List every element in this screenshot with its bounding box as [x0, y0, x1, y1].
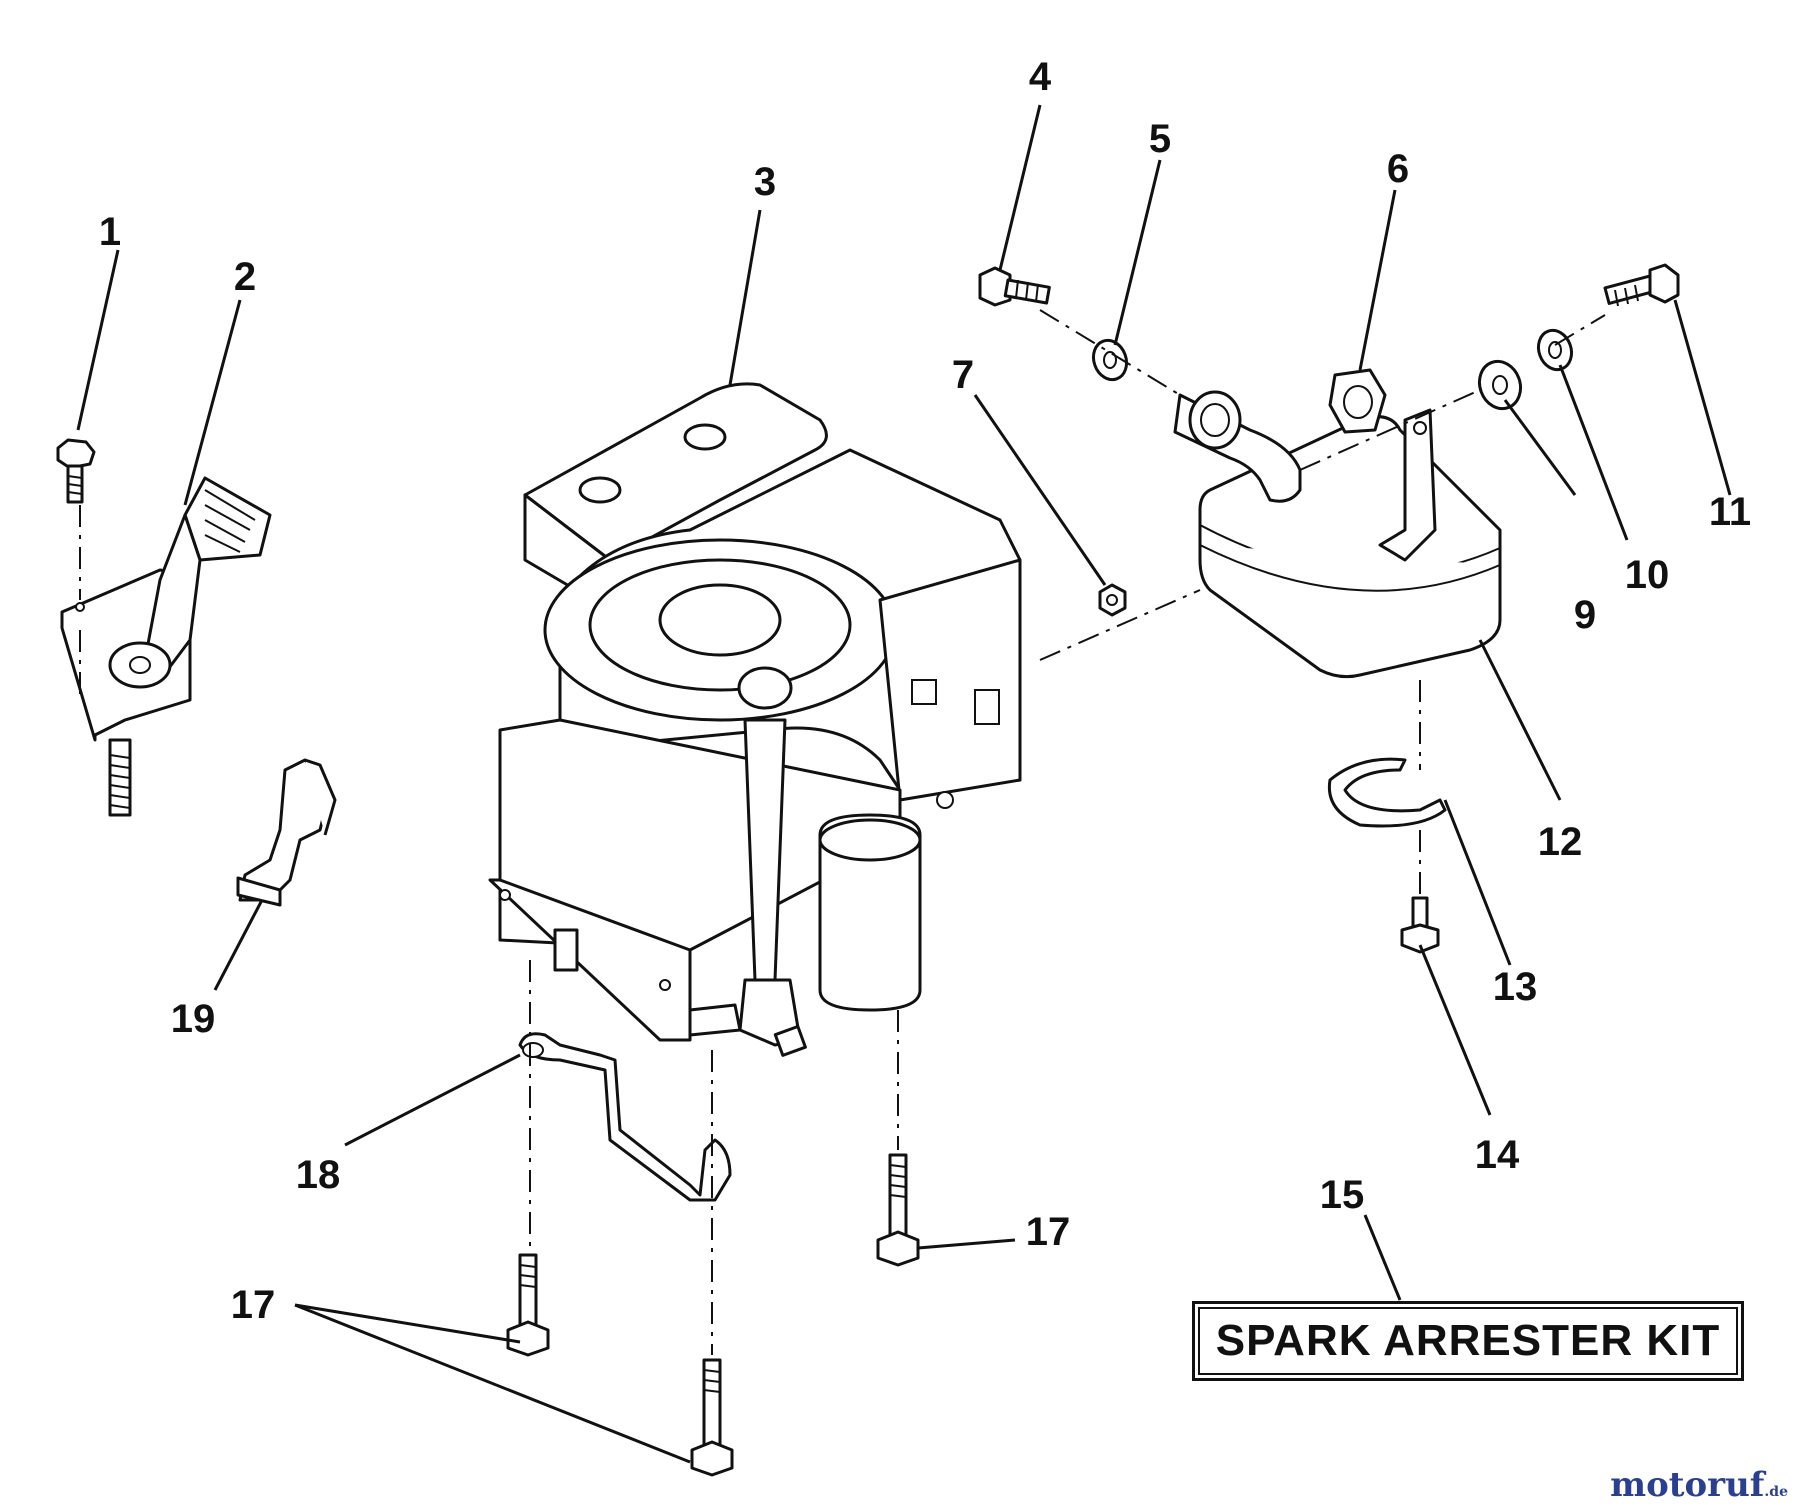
callout-5: 5	[1149, 117, 1171, 161]
callout-19: 19	[171, 997, 216, 1041]
callout-numbers: 1 2 3 4 5 6 7 9 10 11 12 13 14 15 17 17 …	[99, 55, 1751, 1327]
gasket-part-6	[1328, 368, 1387, 434]
throttle-control-part-2	[60, 476, 272, 817]
nut-part-7	[1098, 583, 1127, 617]
callout-2: 2	[234, 255, 256, 299]
callout-4: 4	[1029, 55, 1052, 99]
callout-13: 13	[1493, 965, 1538, 1009]
bolt-part-4	[978, 266, 1051, 307]
bolt-part-14	[1400, 896, 1440, 954]
callout-6: 6	[1387, 147, 1409, 191]
bracket-part-19	[236, 758, 337, 907]
watermark-suffix: .de	[1764, 1484, 1788, 1500]
callout-17b: 17	[231, 1283, 276, 1327]
bolt-part-11	[1603, 263, 1680, 307]
spark-arrester-kit-label: SPARK ARRESTER KIT	[1215, 1316, 1721, 1365]
callout-10: 10	[1625, 553, 1670, 597]
bolt-part-1	[56, 438, 96, 504]
watermark-logo: motoruf.de	[1610, 1465, 1788, 1505]
drain-tube-part-18	[518, 1032, 732, 1202]
callout-18: 18	[296, 1153, 341, 1197]
bolt-part-17b	[506, 1253, 550, 1357]
lockwasher-part-10	[1536, 328, 1574, 372]
engine-part-3	[488, 382, 1022, 1057]
callout-12: 12	[1538, 820, 1583, 864]
muffler-part-12	[1173, 390, 1502, 679]
callout-15: 15	[1320, 1173, 1365, 1217]
callout-11: 11	[1709, 490, 1751, 534]
callout-17a: 17	[1026, 1210, 1071, 1254]
washer-part-5	[1091, 338, 1129, 382]
bolt-part-17a	[876, 1153, 920, 1267]
callout-14: 14	[1475, 1133, 1520, 1177]
callout-1: 1	[99, 210, 121, 254]
washer-part-9	[1477, 359, 1523, 411]
watermark-main: motoruf	[1610, 1465, 1765, 1505]
spark-arrester-screen-part-13	[1327, 757, 1447, 828]
callout-9: 9	[1574, 593, 1596, 637]
callout-7: 7	[952, 353, 974, 397]
leader-lines	[76, 104, 1732, 1464]
spark-arrester-kit-box: SPARK ARRESTER KIT	[1192, 1301, 1744, 1381]
bolt-part-17c	[690, 1358, 734, 1477]
callout-3: 3	[754, 160, 776, 204]
